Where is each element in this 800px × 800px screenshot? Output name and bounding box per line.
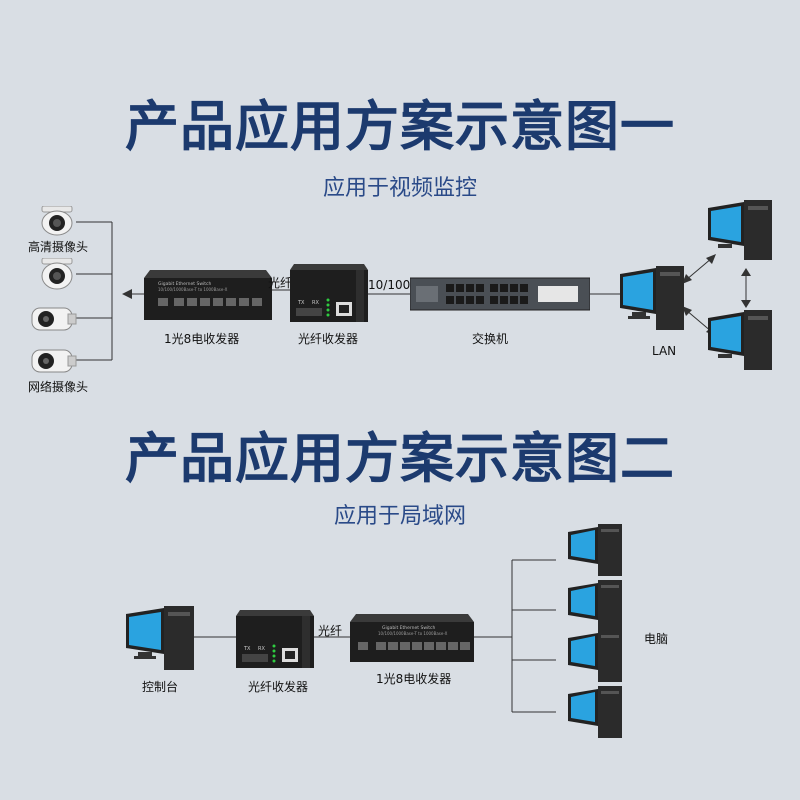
fiber-transceiver-label: 光纤收发器 [298,332,359,346]
console-computer-icon [126,606,194,670]
console-label: 控制台 [142,680,179,694]
network-camera-label: 网络摄像头 [28,380,89,394]
rx-text: RX [312,300,319,306]
rx-text: RX [258,646,265,652]
computer-label: 电脑 [644,632,669,646]
scheme1-title: 产品应用方案示意图一 [125,95,675,158]
fiber-switch-1x8-device: Gigabit Ethernet Switch 10/100/1000Base-… [144,270,272,320]
network-switch-device [410,277,590,311]
computer-icon [568,686,622,738]
computer-icon [568,630,622,682]
fiber-label: 光纤 [268,276,293,290]
hd-camera-label: 高清摄像头 [28,240,89,254]
hd-camera-icon [41,206,73,236]
switch-sub-text: 10/100/1000Base-T to 1000Base-X [158,287,228,292]
fiber-label: 光纤 [318,624,343,638]
fiber-transceiver-device: TX RX [236,610,314,668]
computer-icon [568,524,622,576]
tx-text: TX [297,300,305,306]
computer-icon [708,200,772,260]
computer-icon [568,580,622,632]
lan-label: LAN [652,344,677,358]
switch-label: 交换机 [472,332,509,346]
scheme2-title: 产品应用方案示意图二 [125,427,675,490]
hd-camera-icon [41,258,73,290]
network-camera-icon [31,307,77,331]
tx-text: TX [243,646,251,652]
switch-sub-text: 10/100/1000Base-T to 1000Base-X [378,631,448,636]
fiber-switch-1x8-device: Gigabit Ethernet Switch 10/100/1000Base-… [350,614,474,662]
switch-1x8-label: 1光8电收发器 [164,332,240,346]
fiber-transceiver-label: 光纤收发器 [248,680,309,694]
network-camera-icon [31,349,77,373]
computer-icon [620,266,684,330]
speed-label: 10/100M [368,278,421,292]
scheme1-subtitle: 应用于视频监控 [322,176,477,201]
scheme2-subtitle: 应用于局域网 [333,504,466,529]
switch-top-text: Gigabit Ethernet Switch [158,281,211,287]
computer-icon [708,310,772,370]
switch-top-text: Gigabit Ethernet Switch [382,625,435,631]
fiber-transceiver-device: TX RX [290,264,368,322]
switch-1x8-label: 1光8电收发器 [376,672,452,686]
